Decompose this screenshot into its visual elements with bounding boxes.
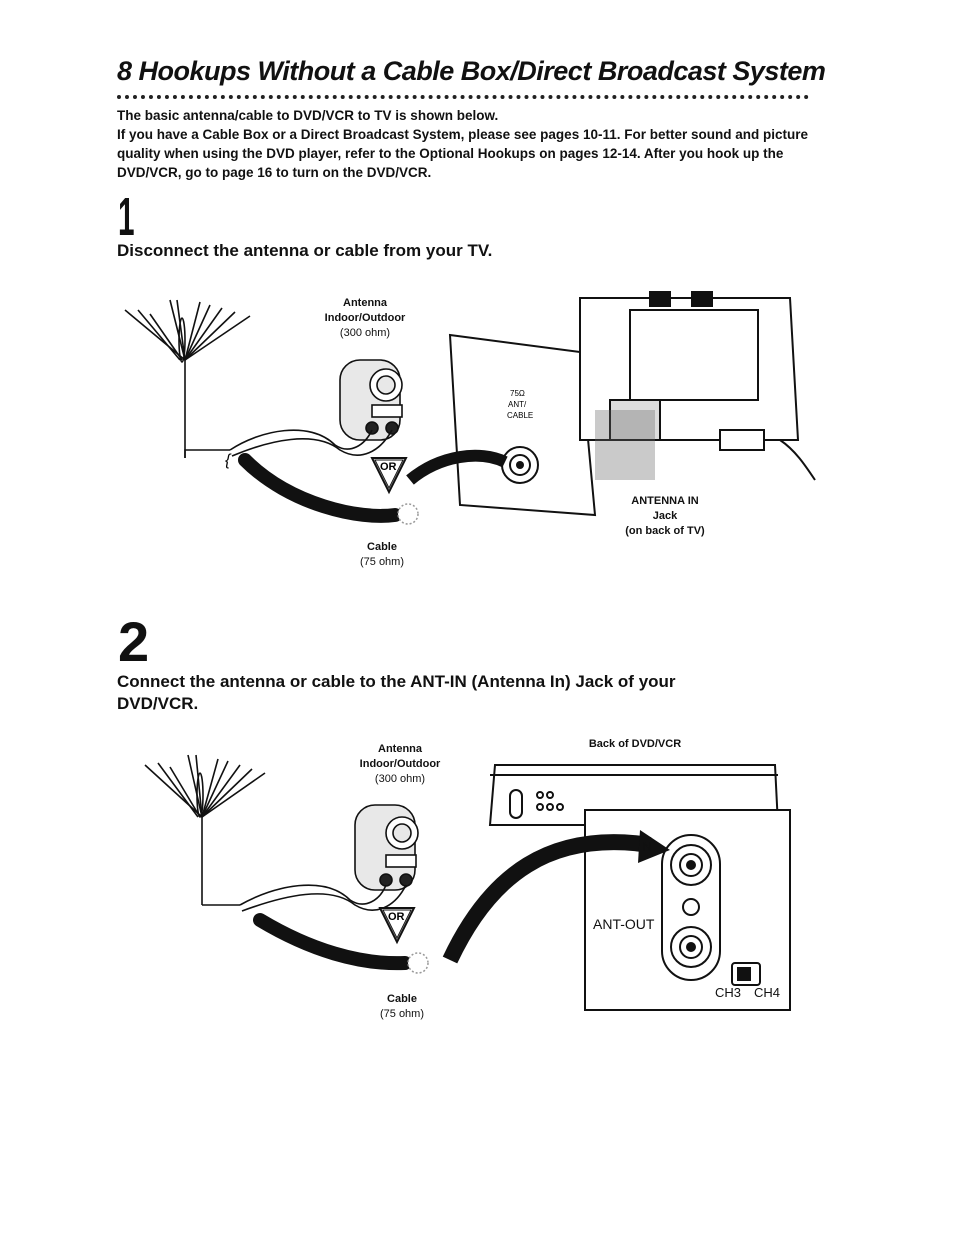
matching-transformer-icon: [339, 359, 403, 441]
outdoor-antenna-icon: [144, 754, 266, 906]
page-title: 8 Hookups Without a Cable Box/Direct Bro…: [117, 56, 826, 86]
step-1-antenna-label: Antenna Indoor/Outdoor (300 ohm): [305, 296, 425, 341]
intro-line-2: If you have a Cable Box or a Direct Broa…: [117, 127, 808, 180]
step-1-diagram: { OR 75Ω ANT/ CABLE: [110, 280, 830, 600]
step-1-antenna-title: Antenna: [343, 297, 387, 309]
step-2-antenna-label: Antenna Indoor/Outdoor (300 ohm): [345, 742, 455, 787]
step-2-antenna-sub: Indoor/Outdoor: [359, 758, 441, 770]
step-1-jack-note: (on back of TV): [625, 525, 705, 537]
step-1-jack-title: ANTENNA IN: [631, 495, 699, 507]
step-2-back-label: Back of DVD/VCR: [588, 738, 682, 750]
tv-back-panel-icon: [406, 333, 597, 517]
step-2-antenna-title: Antenna: [378, 743, 422, 755]
or-badge: [370, 457, 408, 495]
intro-text: The basic antenna/cable to DVD/VCR to TV…: [117, 106, 817, 182]
or-badge-text: OR: [380, 461, 397, 473]
step-1-antenna-sub: Indoor/Outdoor: [324, 312, 406, 324]
title-divider: [117, 95, 809, 99]
step-1-antenna-ohm: (300 ohm): [339, 327, 391, 339]
or-badge: [378, 907, 416, 945]
ant-in-label-fragment: N: [642, 838, 653, 854]
step-2-cable-label: Cable (75 ohm): [362, 992, 442, 1022]
step-2-antenna-ohm: (300 ohm): [374, 773, 426, 785]
intro-line-1: The basic antenna/cable to DVD/VCR to TV…: [117, 108, 499, 123]
step-1-instruction: Disconnect the antenna or cable from you…: [117, 241, 493, 260]
step-2-cable-title: Cable: [387, 993, 417, 1005]
svg-text:{: {: [225, 452, 232, 469]
tv-port-line3: CABLE: [507, 411, 533, 420]
tv-port-line1: 75Ω: [510, 389, 525, 398]
ch4-label: CH4: [754, 985, 781, 1000]
step-2-diagram-art: OR: [144, 754, 791, 1011]
step-1-diagram-art: { OR 75Ω ANT/ CABLE: [124, 291, 816, 525]
or-badge-text: OR: [388, 911, 405, 923]
tv-rear-icon: [579, 291, 816, 481]
step-2-number: 2: [118, 610, 150, 673]
step-1-cable-title: Cable: [367, 541, 397, 553]
step-2-line-2: DVD/VCR.: [117, 694, 199, 713]
step-1-jack-label: ANTENNA IN Jack (on back of TV): [610, 494, 720, 539]
step-2-cable-ohm: (75 ohm): [379, 1008, 425, 1020]
ch3-label: CH3: [715, 985, 742, 1000]
step-2-diagram: OR: [110, 735, 810, 1035]
step-2-instruction: Connect the antenna or cable to the ANT-…: [117, 671, 817, 715]
step-1-cable-ohm: (75 ohm): [359, 556, 405, 568]
step-1-number: 1: [118, 187, 135, 247]
tv-port-line2: ANT/: [508, 400, 527, 409]
step-2-line-1: Connect the antenna or cable to the ANT-…: [117, 672, 676, 691]
matching-transformer-icon: [354, 804, 419, 891]
step-1-cable-label: Cable (75 ohm): [342, 540, 422, 570]
step-1-jack-sub: Jack: [652, 510, 678, 522]
outdoor-antenna-icon: [124, 299, 251, 458]
ant-out-label: ANT-OUT: [593, 916, 655, 932]
